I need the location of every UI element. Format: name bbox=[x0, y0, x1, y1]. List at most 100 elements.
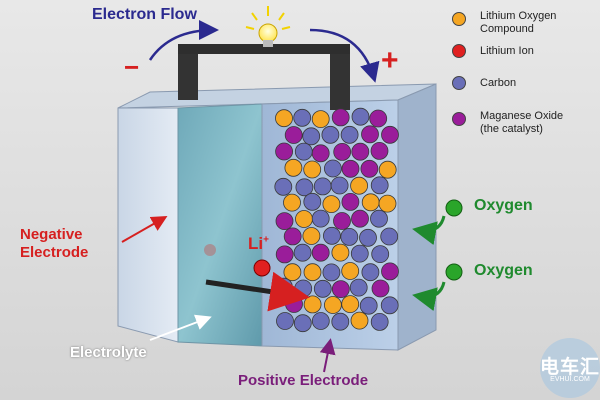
cathode-particle bbox=[311, 312, 330, 330]
legend-label-lithium-oxygen: Lithium Oxygen Compound bbox=[480, 10, 556, 36]
cathode-particles bbox=[274, 107, 399, 333]
cathode-particle bbox=[369, 109, 388, 128]
legend-manganese-oxide-line2: (the catalyst) bbox=[480, 123, 543, 135]
lithium-ion-charge: + bbox=[263, 234, 269, 246]
cathode-particle bbox=[378, 160, 397, 179]
cathode-particle bbox=[311, 110, 330, 128]
cathode-particle bbox=[274, 177, 293, 196]
watermark-main-text: 电车汇 bbox=[540, 357, 600, 378]
ion-movement-arrow bbox=[205, 271, 310, 312]
cathode-particle bbox=[322, 195, 341, 214]
lithium-ion-faded-dot bbox=[204, 244, 216, 256]
watermark-logo: 电车汇 EVHUI.COM bbox=[540, 338, 600, 398]
cathode-particle bbox=[283, 263, 302, 282]
cathode-particle bbox=[322, 263, 341, 282]
cathode-particle bbox=[340, 125, 359, 144]
lithium-ion-label: Li+ bbox=[248, 234, 269, 254]
legend-swatch-carbon bbox=[452, 76, 466, 90]
lithium-ion-dot bbox=[253, 259, 271, 277]
cathode-particle bbox=[302, 127, 321, 146]
legend-carbon-line1: Carbon bbox=[480, 77, 517, 89]
cathode-particle bbox=[321, 125, 340, 144]
cathode-particle bbox=[330, 176, 349, 195]
electron-flow-arrow-right bbox=[309, 28, 380, 83]
cathode-particle bbox=[295, 210, 313, 228]
cathode-particle bbox=[361, 193, 380, 212]
cathode-particle bbox=[351, 107, 370, 126]
cathode-particle bbox=[331, 312, 350, 331]
cathode-particle bbox=[302, 227, 321, 245]
cathode-particle bbox=[359, 228, 377, 247]
electron-flow-label: Electron Flow bbox=[92, 6, 197, 23]
cathode-particle bbox=[341, 295, 360, 314]
cathode-particle bbox=[370, 312, 389, 331]
cathode-particle bbox=[360, 159, 379, 178]
legend-swatch-lithium-oxygen bbox=[452, 12, 466, 26]
cathode-particle bbox=[349, 278, 368, 297]
positive-terminal-sign: + bbox=[381, 44, 399, 77]
cathode-particle bbox=[295, 178, 314, 197]
legend-label-manganese-oxide: Maganese Oxide (the catalyst) bbox=[480, 110, 563, 136]
cathode-particle bbox=[331, 280, 350, 299]
legend-label-carbon: Carbon bbox=[480, 77, 516, 90]
cathode-particle bbox=[380, 227, 399, 246]
negative-terminal-sign: − bbox=[124, 52, 140, 82]
cathode-particle bbox=[351, 209, 369, 228]
oxygen-inflow-arrow-1 bbox=[412, 215, 446, 246]
oxygen-molecule-2 bbox=[445, 263, 463, 281]
legend-lithium-ion-line1: Lithium Ion bbox=[480, 45, 534, 57]
cathode-particle bbox=[351, 142, 370, 161]
negative-electrode-label: Negative Electrode bbox=[20, 226, 88, 262]
cathode-particle bbox=[341, 159, 360, 178]
oxygen-inflow-arrow-2 bbox=[412, 281, 446, 312]
cathode-particle bbox=[370, 141, 389, 160]
cathode-particle bbox=[303, 192, 322, 211]
legend-swatch-lithium-ion bbox=[452, 44, 466, 58]
cathode-particle bbox=[381, 262, 399, 281]
legend-label-lithium-ion: Lithium Ion bbox=[480, 45, 534, 58]
cathode-particle bbox=[350, 311, 369, 330]
oxygen-molecule-1 bbox=[445, 199, 463, 217]
cathode-particle bbox=[276, 312, 294, 330]
cathode-particle bbox=[283, 227, 302, 246]
legend-swatch-manganese-oxide bbox=[452, 112, 466, 126]
cathode-particle bbox=[361, 125, 379, 144]
cathode-particle bbox=[311, 243, 330, 262]
oxygen-label-1: Oxygen bbox=[474, 197, 533, 214]
cathode-particle bbox=[293, 243, 312, 262]
cathode-particle bbox=[341, 192, 360, 211]
negative-electrode-pointer bbox=[121, 216, 168, 243]
cathode-particle bbox=[371, 279, 390, 298]
cathode-particle bbox=[381, 125, 399, 144]
electron-flow-arrow-left bbox=[148, 20, 219, 61]
cathode-particle bbox=[350, 176, 369, 195]
cathode-particle bbox=[275, 245, 294, 264]
box-right-face bbox=[397, 83, 437, 351]
legend-manganese-oxide-line1: Maganese Oxide bbox=[480, 110, 564, 122]
cathode-particle bbox=[361, 263, 380, 282]
cathode-particle bbox=[350, 244, 369, 263]
cathode-particle bbox=[323, 296, 342, 314]
cathode-particle bbox=[275, 142, 294, 161]
lithium-ion-symbol: Li bbox=[248, 234, 264, 253]
cathode-particle bbox=[303, 160, 322, 179]
cathode-particle bbox=[293, 314, 312, 333]
cathode-particle bbox=[331, 108, 350, 127]
cathode-particle bbox=[294, 142, 313, 161]
electrolyte-pointer bbox=[149, 314, 212, 341]
cathode-particle bbox=[370, 176, 389, 195]
cathode-particle bbox=[313, 279, 332, 298]
negative-electrode-label-line1: Negative bbox=[20, 226, 83, 243]
cathode-particle bbox=[323, 159, 342, 178]
positive-electrode-label: Positive Electrode bbox=[238, 372, 369, 389]
watermark-sub-text: EVHUI.COM bbox=[550, 376, 590, 383]
negative-electrode-block bbox=[117, 107, 179, 343]
cathode-particle bbox=[303, 295, 322, 314]
cathode-particle bbox=[341, 262, 360, 280]
positive-electrode-pointer bbox=[319, 338, 336, 373]
cathode-particle bbox=[311, 209, 330, 228]
positive-terminal bbox=[330, 48, 350, 110]
cathode-particle bbox=[331, 243, 350, 262]
